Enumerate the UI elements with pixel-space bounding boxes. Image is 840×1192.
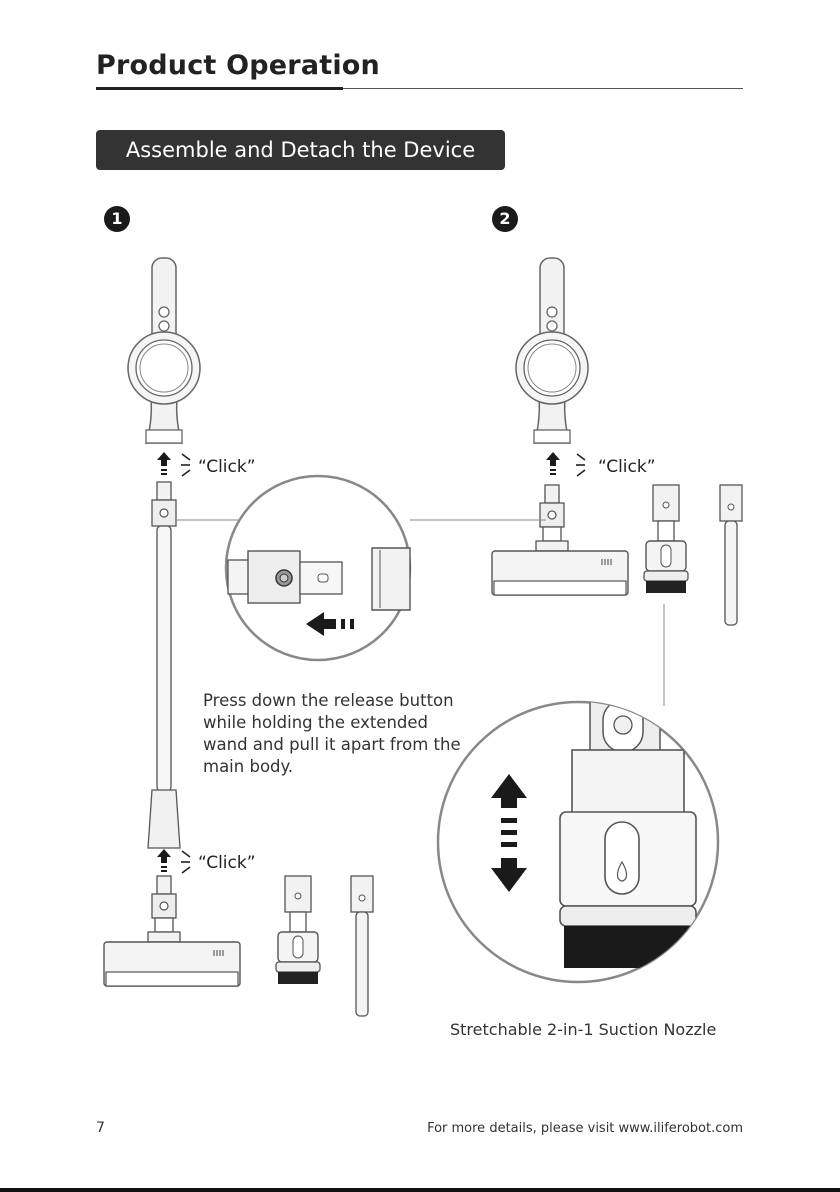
brush-nozzle-1 [276,876,320,984]
handheld-unit-2 [516,258,588,443]
floor-brush-head-1 [104,876,240,986]
brush-nozzle-2 [644,485,688,593]
crevice-tool-1 [351,876,373,1016]
crevice-tool-2 [720,485,742,625]
click-label: “Click” [198,853,256,873]
handheld-unit-1 [128,258,200,443]
bottom-rule [0,1188,840,1192]
up-arrow-icon [157,452,171,475]
click-sound-icon [181,851,190,873]
up-arrow-icon [546,452,560,475]
page-number: 7 [96,1120,105,1136]
up-arrow-icon [157,849,171,872]
nozzle-caption: Stretchable 2-in-1 Suction Nozzle [450,1020,716,1039]
footer-website: For more details, please visit www.ilife… [427,1121,743,1136]
click-label: “Click” [598,457,656,477]
floor-brush-head-2 [492,485,628,595]
click-label: “Click” [198,457,256,477]
instruction-text: Press down the release button while hold… [203,690,463,778]
click-sound-icon [576,454,585,476]
click-sound-icon [181,454,190,476]
